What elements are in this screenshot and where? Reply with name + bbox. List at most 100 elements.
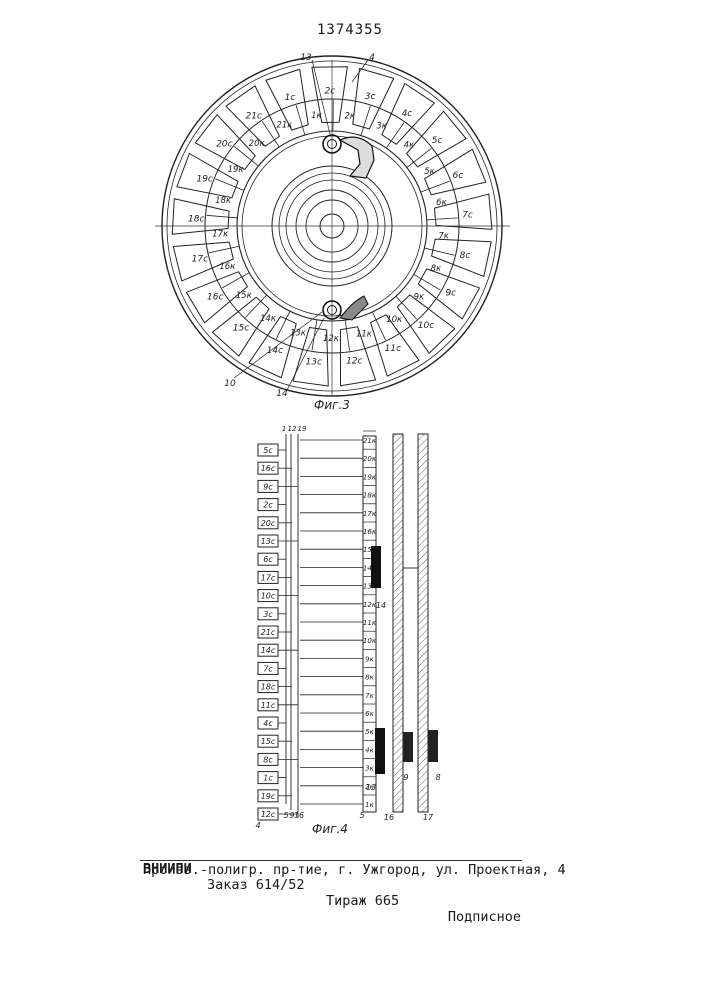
top-bus-label: 1 — [282, 425, 286, 433]
left-block-label: 2с — [263, 501, 273, 510]
fig3-caption: Фиг.3 — [314, 398, 350, 412]
outer-contact-label: 16с — [207, 292, 223, 302]
left-block-label: 21с — [261, 628, 276, 637]
left-block-label: 9с — [263, 482, 273, 491]
right-block-label: 11к — [363, 619, 377, 627]
inner-contact-label: 6к — [436, 198, 447, 208]
inner-contact-label: 13к — [290, 329, 307, 339]
right-block-label: 18к — [363, 492, 377, 500]
left-block-label: 19с — [261, 792, 276, 801]
inner-contact-label: 9к — [414, 293, 425, 303]
figure-3-commutator-diagram: 1с2с3с4с5с6с7с8с9с10с11с12с13с14с15с16с1… — [0, 0, 707, 420]
left-block-label: 6с — [263, 555, 273, 564]
inner-contact-label: 2к — [345, 111, 356, 121]
right-block-label: 19к — [363, 473, 377, 481]
outer-contact-label: 9с — [445, 289, 456, 299]
bar-brush-2 — [428, 730, 438, 762]
right-block-label: 16к — [363, 528, 377, 536]
outer-contact-label: 20с — [216, 139, 232, 149]
bottom-label: 16 — [294, 811, 304, 820]
fig4-callout: 17 — [423, 813, 434, 822]
inner-contact-label: 12к — [323, 334, 340, 344]
left-block-label: 15с — [261, 737, 276, 746]
outer-contact-label: 5с — [432, 136, 443, 146]
callout-number: 4 — [369, 53, 375, 63]
left-block-label: 4с — [263, 719, 273, 728]
inner-segment-divider — [222, 273, 249, 288]
callout-leader — [234, 312, 322, 378]
inner-contact-label: 5к — [424, 167, 435, 177]
left-block-label: 17с — [261, 573, 276, 582]
outer-contact-label: 13с — [306, 357, 322, 367]
fig4-callout: 16 — [384, 813, 394, 822]
fig4-wires — [278, 434, 363, 818]
fig4-callout: 8 — [435, 773, 440, 782]
inner-contact-label: 14к — [260, 314, 277, 324]
left-block-label: 3с — [263, 610, 273, 619]
inner-contact-label: 10к — [386, 315, 403, 325]
outer-contact-label: 19с — [196, 175, 212, 185]
footer-divider — [140, 860, 522, 861]
right-block-label: 9к — [365, 655, 374, 663]
inner-segment-divider — [312, 320, 317, 351]
brush-block-2 — [375, 728, 385, 774]
left-block-label: 18с — [261, 683, 276, 692]
inner-segment-divider — [209, 246, 239, 253]
right-block-label: 8к — [365, 674, 374, 682]
inner-contact-label: 18к — [215, 196, 232, 206]
inner-contact-label: 4к — [404, 141, 415, 151]
fig4-labels: 112194591651413161798 — [255, 425, 440, 830]
top-bus-label: 19 — [298, 425, 307, 433]
hatched-bars — [371, 434, 438, 812]
right-block-label: 21к — [363, 437, 377, 445]
inner-contact-label: 7к — [438, 231, 449, 241]
left-block-label: 13с — [261, 537, 276, 546]
right-block-label: 17к — [363, 510, 377, 518]
right-block-label: 5к — [365, 728, 374, 736]
bottom-label: 4 — [255, 821, 260, 830]
inner-contact-label: 17к — [212, 229, 229, 239]
inner-segment-divider — [276, 311, 290, 339]
left-block-label: 12с — [261, 810, 276, 819]
inner-contact-label: 8к — [431, 264, 442, 274]
figure-4-wiring-diagram: 5с16с9с2с20с13с6с17с10с3с21с14с7с18с11с4… — [0, 420, 707, 840]
inner-segment-divider — [414, 274, 441, 290]
fig4-callout: 9 — [403, 773, 408, 782]
inner-segment-divider — [421, 181, 450, 192]
left-block-label: 8с — [263, 755, 273, 764]
inner-segment-divider — [206, 215, 237, 218]
left-block-label: 11с — [261, 701, 276, 710]
left-block-label: 20с — [261, 519, 276, 528]
inner-contact-label: 19к — [228, 165, 245, 175]
right-block-label: 10к — [363, 637, 377, 645]
bar-brush-1 — [403, 732, 413, 762]
lower-brush-arm — [340, 296, 368, 320]
right-block-label: 20к — [363, 455, 377, 463]
outer-contact-label: 2с — [325, 87, 336, 97]
footer-subscription: Подписное — [448, 909, 521, 925]
outer-contact-label: 8с — [460, 251, 471, 261]
outer-contact-label: 17с — [192, 255, 208, 265]
left-block-label: 16с — [261, 464, 276, 473]
outer-contact-label: 12с — [346, 357, 362, 367]
inner-segment-divider — [345, 320, 349, 351]
right-block-label: 12к — [363, 601, 377, 609]
outer-contact-label: 1с — [285, 93, 296, 103]
right-block-label: 3к — [365, 765, 374, 773]
outer-contact-label: 4с — [402, 109, 413, 119]
bottom-label: 5 — [283, 811, 288, 820]
right-block-label: 4к — [365, 746, 374, 754]
left-block-label: 1с — [263, 774, 273, 783]
hatched-bar-2 — [418, 434, 428, 812]
left-block-column: 5с16с9с2с20с13с6с17с10с3с21с14с7с18с11с4… — [258, 444, 278, 820]
inner-contact-label: 11к — [356, 329, 373, 339]
left-block-label: 10с — [261, 592, 276, 601]
footer-circulation: Тираж 665 — [326, 893, 399, 909]
inner-contact-label: 20к — [249, 139, 266, 149]
left-block-label: 14с — [261, 646, 276, 655]
fig4-caption: Фиг.4 — [312, 822, 348, 836]
outer-contact-label: 15с — [233, 324, 249, 334]
inner-segment-divider — [424, 248, 454, 255]
fig4-callout: 14 — [376, 601, 386, 610]
